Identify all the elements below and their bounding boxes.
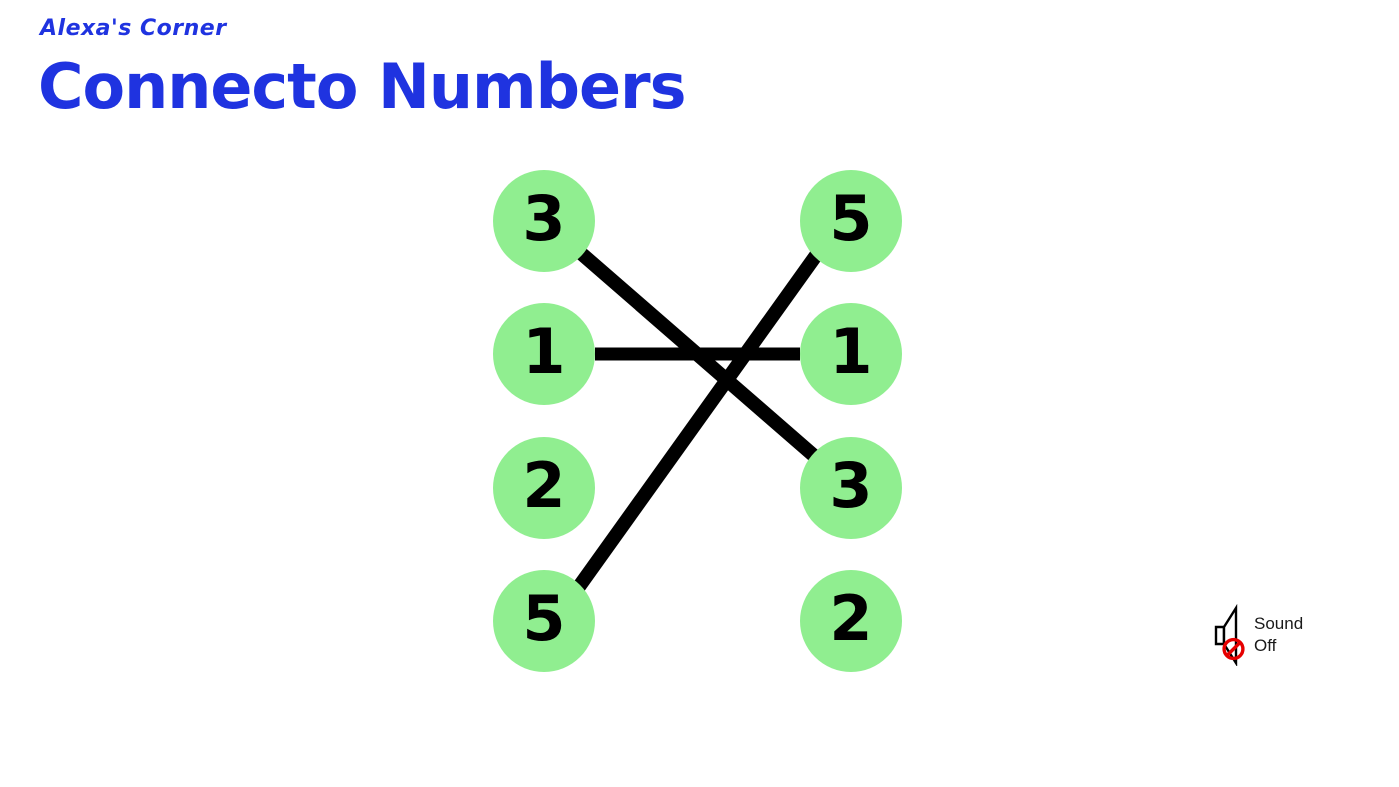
- node-right-0[interactable]: 5: [800, 170, 902, 272]
- prohibition-circle-icon: [1222, 637, 1245, 661]
- node-right-1[interactable]: 1: [800, 303, 902, 405]
- header: Alexa's Corner Connecto Numbers: [38, 10, 838, 123]
- sound-label-line2: Off: [1254, 636, 1277, 655]
- node-left-1-label: 1: [522, 315, 566, 388]
- sound-toggle-button[interactable]: Sound Off: [1213, 602, 1323, 668]
- sound-toggle-label: Sound Off: [1254, 613, 1303, 657]
- node-right-3[interactable]: 2: [800, 570, 902, 672]
- page-title: Connecto Numbers: [38, 50, 687, 123]
- connecto-board: 3 1 2 5 5 1 3 2: [470, 150, 930, 690]
- site-label: Alexa's Corner: [40, 16, 227, 41]
- node-left-2-label: 2: [522, 449, 566, 522]
- node-left-3-label: 5: [522, 582, 566, 655]
- node-right-1-label: 1: [829, 315, 873, 388]
- speaker-icon: [1214, 603, 1245, 668]
- prohibition-slash-icon: [1225, 641, 1242, 657]
- node-layer: 3 1 2 5 5 1 3 2: [470, 150, 930, 690]
- node-right-2[interactable]: 3: [800, 437, 902, 539]
- node-left-0[interactable]: 3: [493, 170, 595, 272]
- sound-label-line1: Sound: [1254, 614, 1304, 634]
- node-left-1[interactable]: 1: [493, 303, 595, 405]
- node-right-3-label: 2: [829, 582, 873, 655]
- node-right-0-label: 5: [829, 182, 873, 255]
- speaker-mute-icon: [1213, 603, 1249, 668]
- node-left-3[interactable]: 5: [493, 570, 595, 672]
- node-left-2[interactable]: 2: [493, 437, 595, 539]
- node-left-0-label: 3: [522, 182, 566, 255]
- node-right-2-label: 3: [829, 449, 873, 522]
